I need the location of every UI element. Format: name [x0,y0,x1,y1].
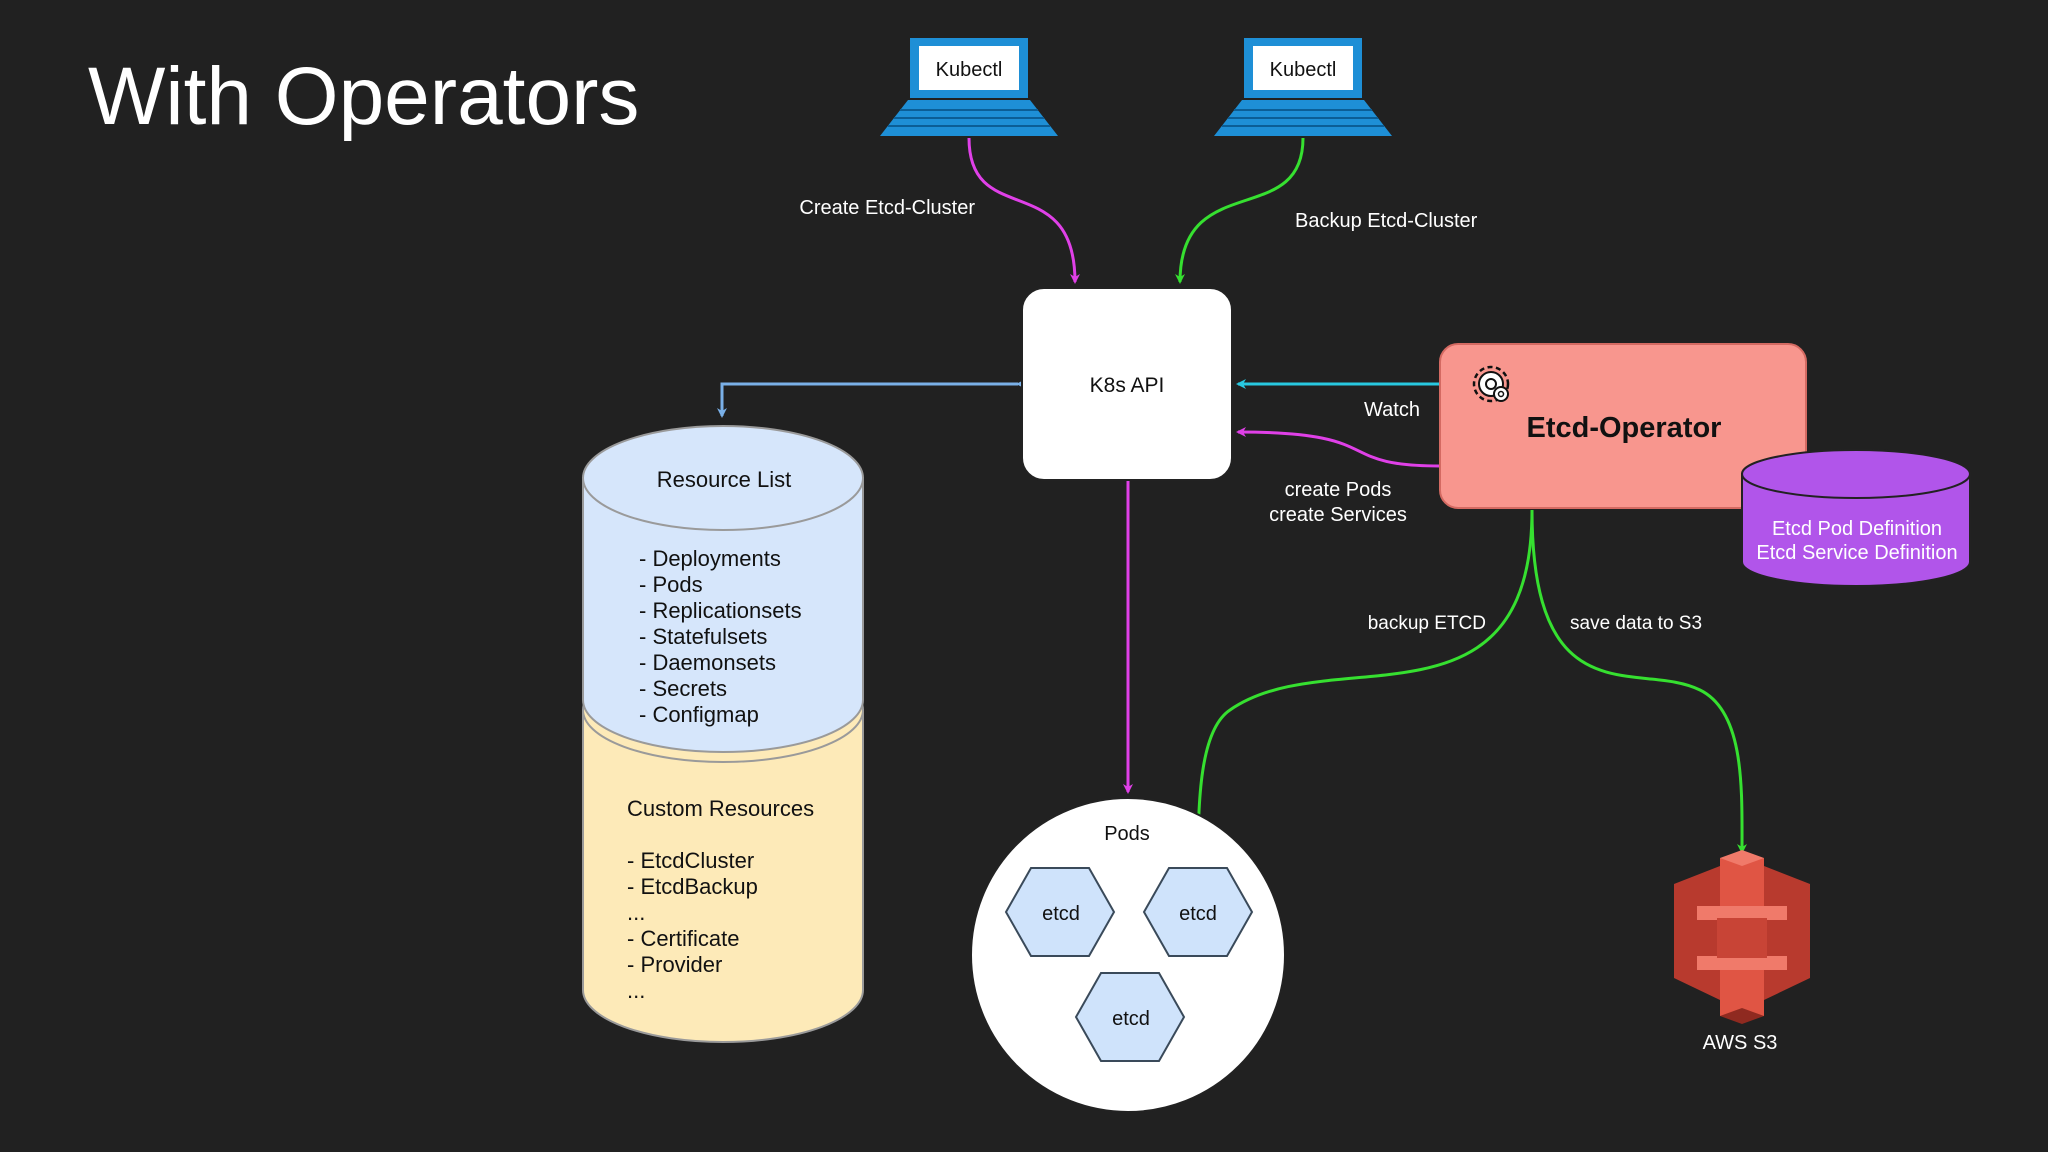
laptop-icon [880,38,1058,136]
pods-node: Pods etcd etcd etcd [970,797,1286,1113]
custom-resource-item: - EtcdCluster [627,848,754,873]
edge-api-resource-list [717,379,1026,418]
etcd-pod-label: etcd [1179,903,1217,925]
definition-line: Etcd Pod Definition [1772,518,1942,540]
kubectl-label: Kubectl [1270,59,1337,81]
etcd-pod-label: etcd [1112,1008,1150,1030]
resource-list-item: - Secrets [639,676,727,701]
custom-resource-item: ... [627,900,645,925]
edge-label-save-s3: save data to S3 [1570,613,1702,634]
edge-label-backup-cluster: Backup Etcd-Cluster [1295,210,1478,232]
s3-bucket-icon [1674,850,1810,1024]
etcd-pod: etcd [1004,867,1116,957]
pods-label: Pods [1104,823,1150,845]
edge-label-backup-etcd: backup ETCD [1368,613,1486,634]
k8s-api-label: K8s API [1090,374,1165,397]
custom-resource-item: - EtcdBackup [627,874,758,899]
kubectl-client-left: Kubectl [880,38,1058,136]
edge-label-watch: Watch [1364,399,1420,421]
resource-list-item: - Statefulsets [639,624,767,649]
edge-backup-cluster [1175,137,1305,284]
custom-resource-item: ... [627,978,645,1003]
edge-label-create-cluster: Create Etcd-Cluster [799,197,975,219]
resource-list-cylinder: Resource List - Deployments - Pods - Rep… [582,425,864,753]
custom-resource-item: - Certificate [627,926,739,951]
etcd-pod: etcd [1074,972,1186,1062]
edge-label-create-services: create Services [1269,504,1407,526]
etcd-operator-node: Etcd-Operator [1439,343,1807,509]
resource-list-item: - Replicationsets [639,598,802,623]
aws-s3-node: AWS S3 [1674,850,1810,1054]
kubectl-label: Kubectl [936,59,1003,81]
edge-save-s3 [1530,509,1748,854]
etcd-operator-label: Etcd-Operator [1527,412,1722,444]
resource-list-title: Resource List [657,467,792,492]
edge-label-create-pods: create Pods [1285,479,1392,501]
custom-resources-title: Custom Resources [627,796,814,821]
resource-list-item: - Configmap [639,702,759,727]
etcd-pod: etcd [1142,867,1254,957]
resource-list-item: - Daemonsets [639,650,776,675]
edge-create-pods [1236,427,1441,468]
custom-resource-item: - Provider [627,952,722,977]
kubectl-client-right: Kubectl [1214,38,1392,136]
laptop-icon [1214,38,1392,136]
definition-line: Etcd Service Definition [1756,542,1957,564]
gear-icon [1472,365,1510,403]
slide-title: With Operators [88,51,640,142]
resource-list-item: - Pods [639,572,703,597]
edge-backup-etcd [1193,509,1534,868]
aws-s3-label: AWS S3 [1703,1032,1778,1054]
edge-create-cluster [967,137,1080,284]
definitions-cylinder: Etcd Pod Definition Etcd Service Definit… [1741,449,1971,587]
k8s-api-node: K8s API [1021,287,1233,481]
etcd-pod-label: etcd [1042,903,1080,925]
resource-list-item: - Deployments [639,546,781,571]
